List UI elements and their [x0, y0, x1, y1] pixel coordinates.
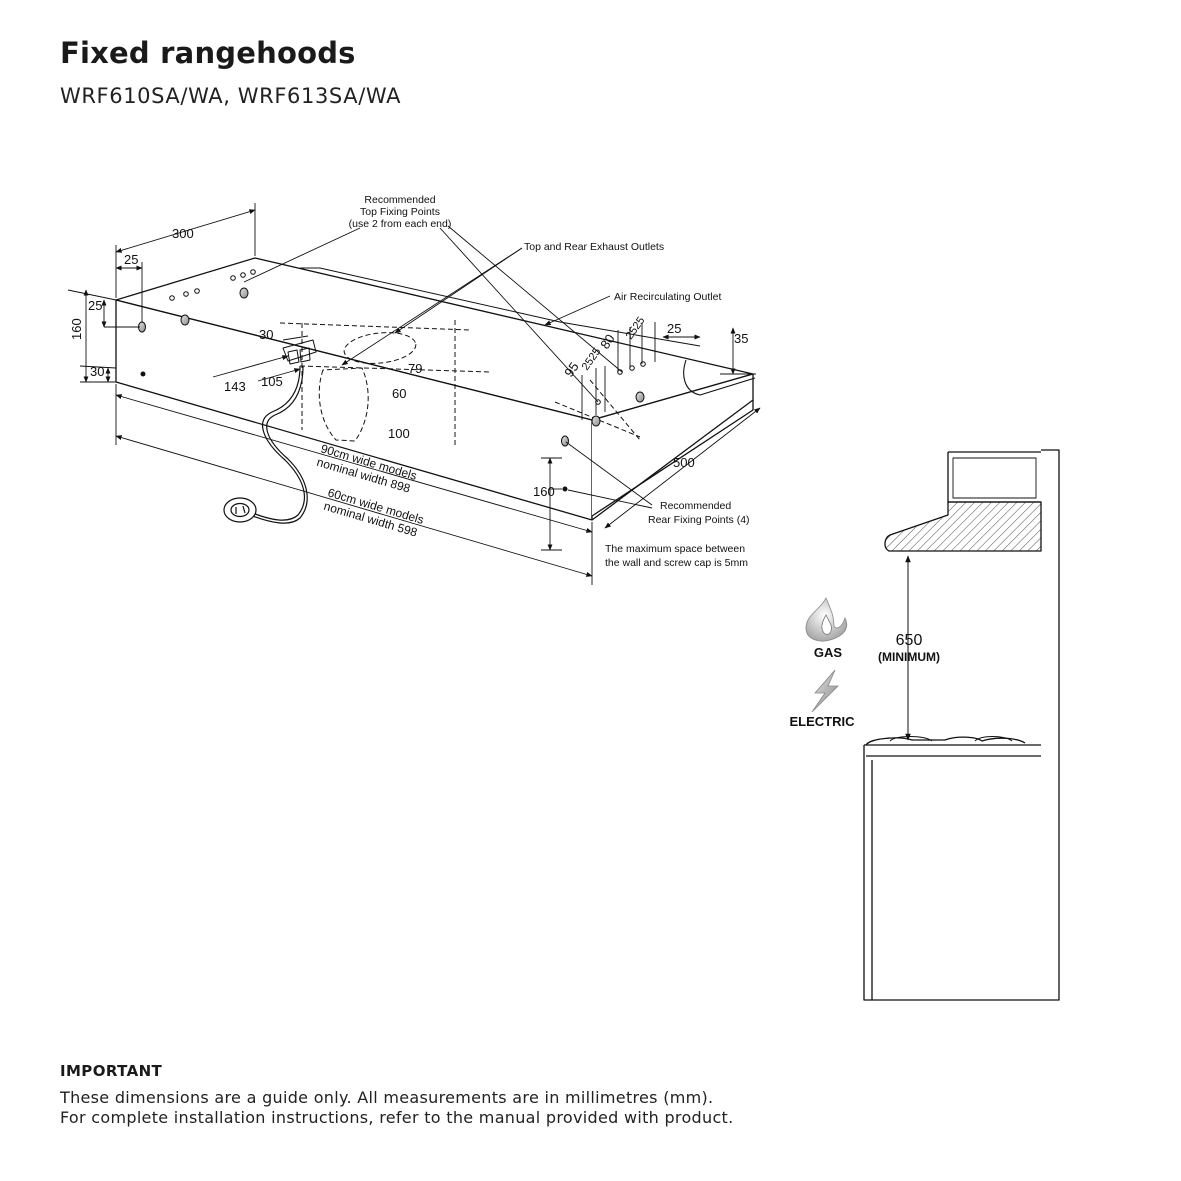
important-note-line: For complete installation instructions, … — [60, 1108, 734, 1127]
top-fixing-label: Recommended — [364, 194, 435, 206]
electric-bolt-icon — [811, 669, 839, 713]
dim-30: 30 — [259, 327, 273, 342]
dim-500: 500 — [673, 455, 695, 470]
recirculating-outlet-label: Air Recirculating Outlet — [614, 291, 721, 303]
important-heading: IMPORTANT — [60, 1062, 163, 1080]
dim-143: 143 — [224, 379, 246, 394]
gas-label: GAS — [814, 645, 843, 660]
dim-25: 25 — [667, 321, 681, 336]
dim-160: 160 — [533, 484, 555, 499]
model-numbers: WRF610SA/WA, WRF613SA/WA — [60, 84, 402, 108]
rear-fixing-label: Rear Fixing Points (4) — [648, 514, 750, 526]
dim-79: 79 — [408, 361, 422, 376]
max-space-note: The maximum space between — [605, 543, 745, 555]
dim-60: 60 — [392, 386, 406, 401]
callout-labels: Recommended Top Fixing Points (use 2 fro… — [349, 194, 750, 569]
page-title: Fixed rangehoods — [60, 36, 356, 70]
min-height-value: 650 — [896, 632, 923, 649]
power-plug-icon — [223, 497, 257, 523]
top-fixing-label: Top Fixing Points — [360, 206, 440, 218]
side-elevation — [863, 449, 1060, 1001]
electric-label: ELECTRIC — [790, 714, 856, 729]
rear-fixing-label: Recommended — [660, 500, 731, 512]
max-space-note: the wall and screw cap is 5mm — [605, 557, 748, 569]
dim-80: 80 — [597, 331, 618, 351]
dim-95: 95 — [561, 359, 582, 379]
dim-160: 160 — [69, 318, 84, 340]
dim-2525: 2525 — [624, 315, 648, 342]
top-fixing-label: (use 2 from each end) — [349, 218, 452, 230]
dim-25: 25 — [88, 298, 102, 313]
gas-flame-icon — [805, 597, 848, 642]
dimension-lines — [67, 203, 761, 585]
min-height-note: (MINIMUM) — [878, 650, 940, 664]
callout-leaders — [243, 225, 653, 509]
exhaust-outlets-label: Top and Rear Exhaust Outlets — [524, 241, 664, 253]
dim-25: 25 — [124, 252, 138, 267]
dim-300: 300 — [172, 226, 194, 241]
dim-30: 30 — [90, 364, 104, 379]
important-note-line: These dimensions are a guide only. All m… — [60, 1088, 714, 1107]
dim-100: 100 — [388, 426, 410, 441]
dim-35: 35 — [734, 331, 748, 346]
dim-105: 105 — [261, 374, 283, 389]
